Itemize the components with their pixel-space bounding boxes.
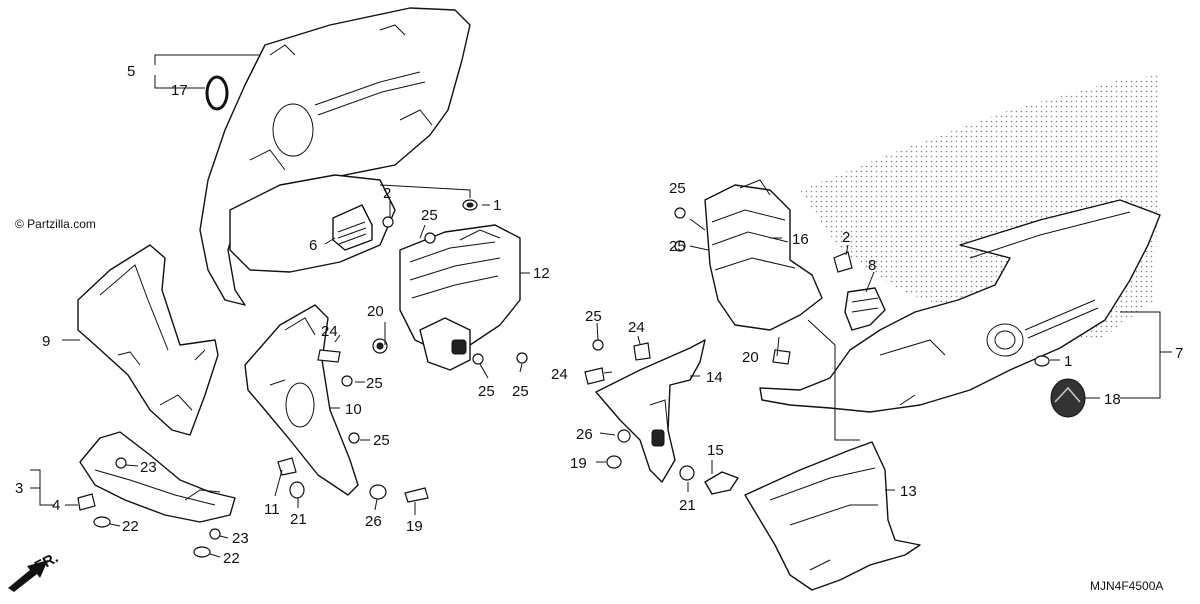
- part-18-emblem: [1050, 378, 1086, 418]
- callout-8[interactable]: 8: [868, 257, 876, 274]
- callout-25[interactable]: 25: [585, 308, 602, 325]
- diagram-code: MJN4F4500A: [1090, 579, 1163, 593]
- callout-10[interactable]: 10: [345, 401, 362, 418]
- callout-1[interactable]: 1: [493, 197, 501, 214]
- callout-25[interactable]: 25: [373, 432, 390, 449]
- callout-3[interactable]: 3: [15, 480, 23, 497]
- direction-arrow: FR.: [8, 549, 61, 592]
- callout-25[interactable]: 25: [669, 180, 686, 197]
- callout-24[interactable]: 24: [551, 366, 568, 383]
- part-14-bracket: [595, 339, 706, 483]
- callout-21[interactable]: 21: [290, 511, 307, 528]
- watermark: © Partzilla.com: [15, 217, 96, 231]
- part-7-side-cover: [759, 199, 1161, 413]
- callout-20[interactable]: 20: [367, 303, 384, 320]
- callout-1[interactable]: 1: [1064, 353, 1072, 370]
- part-16-duct: [704, 179, 823, 331]
- callout-26[interactable]: 26: [576, 426, 593, 443]
- callout-15[interactable]: 15: [707, 442, 724, 459]
- callout-22[interactable]: 22: [223, 550, 240, 567]
- callout-14[interactable]: 14: [706, 369, 723, 386]
- part-9-left-cover: [77, 244, 219, 436]
- part-15-clip: [704, 471, 739, 495]
- callout-11[interactable]: 11: [264, 501, 280, 518]
- callout-12[interactable]: 12: [533, 265, 550, 282]
- hardware: [77, 199, 1050, 558]
- part-13-under-cover: [744, 441, 921, 591]
- callout-17[interactable]: 17: [171, 82, 188, 99]
- callout-13[interactable]: 13: [900, 483, 917, 500]
- callout-23[interactable]: 23: [232, 530, 249, 547]
- callout-24[interactable]: 24: [321, 323, 338, 340]
- callout-19[interactable]: 19: [406, 518, 423, 535]
- callout-25[interactable]: 25: [366, 375, 383, 392]
- callout-25[interactable]: 25: [421, 207, 438, 224]
- callout-2[interactable]: 2: [383, 185, 391, 202]
- callout-16[interactable]: 16: [792, 231, 809, 248]
- part-8-clip: [844, 287, 886, 331]
- part-5-inner-cover: [199, 7, 471, 306]
- part-6-clip: [332, 204, 373, 251]
- callout-5[interactable]: 5: [127, 63, 135, 80]
- part-3-under-cover: [79, 431, 236, 523]
- callout-21[interactable]: 21: [679, 497, 696, 514]
- callout-25[interactable]: 25: [478, 383, 495, 400]
- callout-18[interactable]: 18: [1104, 391, 1121, 408]
- part-10-inner-panel: [244, 304, 359, 496]
- callout-4[interactable]: 4: [52, 497, 60, 514]
- callout-6[interactable]: 6: [309, 237, 317, 254]
- callout-20[interactable]: 20: [742, 349, 759, 366]
- callout-2[interactable]: 2: [842, 229, 850, 246]
- callout-24[interactable]: 24: [628, 319, 645, 336]
- callout-19[interactable]: 19: [570, 455, 587, 472]
- callout-25[interactable]: 25: [669, 238, 686, 255]
- callout-25[interactable]: 25: [512, 383, 529, 400]
- part-12-duct: [399, 224, 521, 371]
- leader-lines: [30, 54, 1172, 558]
- callout-22[interactable]: 22: [122, 518, 139, 535]
- callout-7[interactable]: 7: [1175, 345, 1183, 362]
- callouts: 5 17 1 2 25 6 12 9 20 24 25 25 25 10 25 …: [15, 63, 1183, 567]
- callout-9[interactable]: 9: [42, 333, 50, 350]
- callout-26[interactable]: 26: [365, 513, 382, 530]
- callout-23[interactable]: 23: [140, 459, 157, 476]
- part-17-o-ring: [205, 75, 229, 111]
